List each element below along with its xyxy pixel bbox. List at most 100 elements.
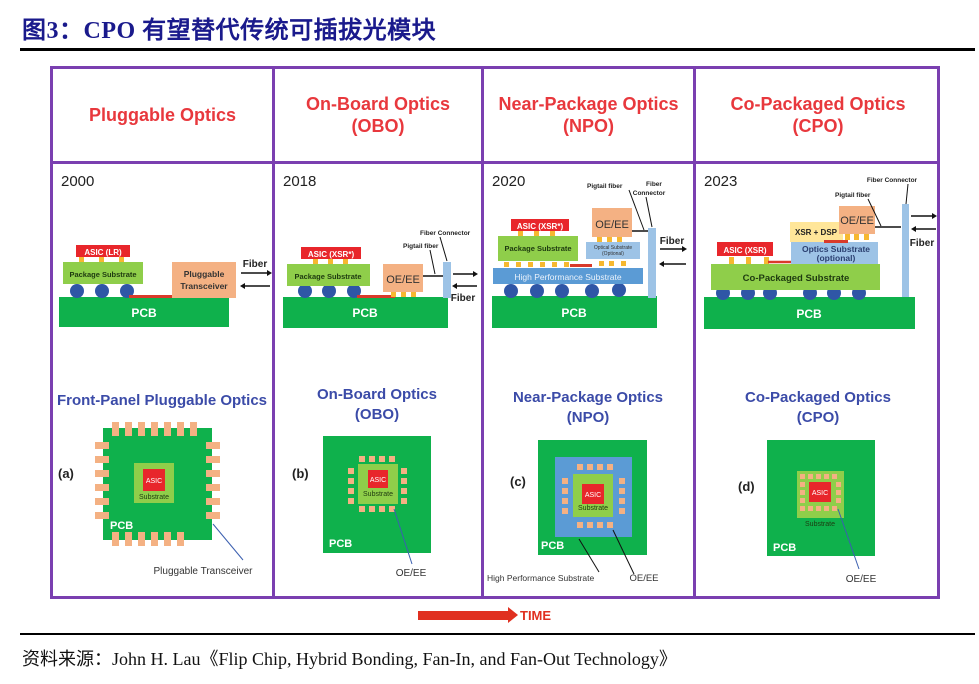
diagram-shape [612,283,626,297]
diagram-shape [379,506,385,512]
time-label: TIME [520,607,552,623]
diagram-shape [824,240,848,243]
pcb [283,297,448,328]
high-performance-substrate [493,268,643,284]
diagram-shape [607,237,612,242]
diagram-shape [864,234,869,240]
pcb [704,297,915,329]
diagram-label: (b) [292,466,309,481]
diagram-shape [151,422,158,436]
diagram-label: Fiber [660,236,685,247]
diagram-shape [609,261,614,266]
diagram-shape [836,482,841,487]
pcb [492,296,657,328]
top-view-npo: ASIC Substrate PCB (c) High Performance … [487,440,659,584]
source-note: 资料来源：John H. Lau《Flip Chip, Hybrid Bondi… [22,649,677,669]
diagram-shape [348,478,354,484]
diagram-shape [359,456,365,462]
diagram-shape [112,422,119,436]
pcb [59,297,229,327]
diagram-shape [504,284,518,298]
diagram-shape [682,246,687,252]
diagram-shape [369,506,375,512]
diagram-shape [832,506,837,511]
diagram-shape [530,284,544,298]
diagram-label: Substrate [139,494,169,501]
diagram-label: ASIC (XSR) [723,246,766,255]
diagram-label: Substrate [578,505,608,512]
diagram-shape [429,249,436,275]
diagram-shape [800,506,805,511]
top-view-cpo: ASIC Substrate PCB (d) OE/EE [738,440,877,585]
solder-bump [120,284,134,298]
diagram-label: High Performance Substrate [514,272,622,282]
diagram-shape [729,257,734,264]
diagram-shape [348,498,354,504]
diagram-shape [562,508,568,514]
diagram-label: ASIC [146,478,162,485]
diagram-shape [389,506,395,512]
diagram-shape [343,259,348,264]
cross-section-npo: PCB High Performance Substrate Package S… [492,181,687,328]
diagram-shape [800,498,805,503]
cross-section-pluggable: PCB Package Substrate ASIC (LR) Pluggabl… [59,245,272,327]
xsr-dsp [790,222,843,242]
diagram-label: ASIC (XSR*) [308,250,355,259]
top-view-title: Front-Panel Pluggable Optics [57,392,267,409]
cross-section-cpo: PCB Co-Packaged Substrate ASIC (XSR) Opt… [704,177,937,329]
diagram-shape [845,234,850,240]
diagram-shape [729,257,769,264]
diagram-shape [138,532,145,546]
connector-label: Fiber Connector [420,230,471,237]
diagram-shape [619,508,625,514]
column-header: Near-Package Optics (NPO) [484,69,693,164]
time-arrow-shaft [418,610,508,620]
diagram-label: PCB [773,542,796,554]
diagram-shape [832,474,837,479]
asic [511,219,569,231]
diagram-label: Co-Packaged Substrate [743,273,850,284]
diagram-label: Pigtail fiber [835,192,871,199]
diagram-shape [621,261,626,266]
diagram-label: Near-Package Optics(NPO) [513,389,663,426]
diagram-label: Pluggable Transceiver [154,566,254,577]
diagram-shape [746,257,751,264]
asic [717,242,773,256]
diagram-shape [555,284,569,298]
diagram-shape [607,522,613,528]
diagram-shape [322,284,336,298]
diagram-shape [824,506,829,511]
diagram-shape [328,259,333,264]
asic [76,245,130,257]
diagram-shape [348,488,354,494]
top-view-pluggable: ASIC Substrate PCB (a) Pluggable Transce… [58,422,253,577]
diagram-shape [837,508,860,570]
diagram-shape [119,257,124,262]
diagram-shape [518,231,523,236]
asic [301,247,361,259]
diagram-shape [619,498,625,504]
diagram-shape [177,532,184,546]
diagram-shape [845,234,869,240]
year-label: 2018 [283,173,317,190]
diagram-shape [240,283,245,289]
fiber-connector [902,204,909,297]
diagram-shape [504,262,509,267]
diagram-shape [452,283,457,289]
diagram-label: Optical Substrate(Optional) [594,245,633,257]
diagram-shape [816,474,821,479]
asic-top [809,482,831,502]
diagram-label: OE/EE [840,215,874,227]
fiber-connector [443,262,451,298]
diagram-shape [911,226,916,232]
diagram-label: (a) [58,466,74,481]
diagram-label: PCB [110,520,133,532]
diagram-shape [577,522,583,528]
diagram-label: PCB [561,306,587,320]
diagram-shape [597,237,602,242]
diagram-shape [99,257,104,262]
diagram-shape [206,484,220,491]
diagram-label: Substrate [363,491,393,498]
diagram-label: Package Substrate [504,244,571,253]
